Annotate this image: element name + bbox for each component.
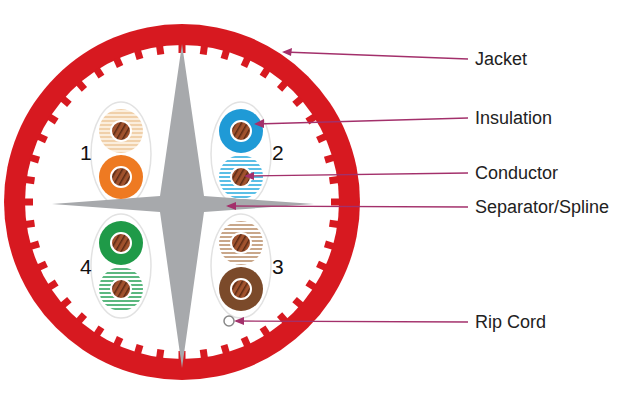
- jacket-tooth: [94, 67, 105, 78]
- leader-arrowhead: [226, 48, 292, 325]
- jacket-tooth: [47, 114, 58, 125]
- part-label: Insulation: [475, 109, 552, 127]
- jacket-tooth: [331, 199, 340, 206]
- jacket-tooth: [113, 57, 123, 68]
- jacket-tooth: [241, 336, 251, 347]
- part-label: Rip Cord: [475, 313, 546, 331]
- jacket-tooth: [260, 325, 271, 336]
- jacket-tooth: [316, 261, 327, 271]
- jacket-tooth: [241, 57, 251, 68]
- jacket-tooth: [329, 220, 339, 228]
- callout-number: 1: [80, 142, 92, 163]
- wire-set: [99, 109, 263, 311]
- part-label: Jacket: [475, 50, 527, 68]
- jacket-tooth: [37, 133, 48, 143]
- jacket-tooth: [221, 344, 230, 355]
- jacket-tooth: [47, 280, 58, 291]
- jacket-tooth: [60, 297, 71, 308]
- leader-line: [228, 52, 468, 322]
- part-label: Separator/Spline: [475, 198, 609, 216]
- jacket-tooth: [156, 349, 164, 359]
- jacket-tooth: [292, 96, 303, 107]
- jacket-tooth: [134, 49, 143, 60]
- jacket: [4, 24, 360, 380]
- jacket-tooth: [277, 80, 288, 91]
- jacket-tooth: [29, 241, 40, 250]
- callout-number: 4: [80, 256, 92, 277]
- jacket-tooth: [316, 133, 327, 143]
- jacket-tooth: [24, 199, 33, 206]
- jacket-tooth: [134, 344, 143, 355]
- jacket-tooth: [200, 349, 208, 359]
- jacket-tooth: [329, 176, 339, 184]
- jacket-tooth: [324, 241, 335, 250]
- jacket-tooth: [60, 96, 71, 107]
- rip-cord: [224, 316, 234, 326]
- jacket-tooth: [37, 261, 48, 271]
- jacket-tooth: [260, 67, 271, 78]
- part-label: Conductor: [475, 164, 558, 182]
- jacket-tooth: [94, 325, 105, 336]
- jacket-tooth: [324, 154, 335, 163]
- jacket-tooth: [221, 49, 230, 60]
- jacket-tooth: [305, 280, 316, 291]
- jacket-tooth: [29, 154, 40, 163]
- jacket-tooth: [200, 45, 208, 55]
- callout-number: 2: [272, 142, 284, 163]
- jacket-tooth: [76, 312, 87, 323]
- jacket-tooth: [25, 220, 35, 228]
- jacket-tooth: [277, 312, 288, 323]
- jacket-tooth: [156, 45, 164, 55]
- jacket-tooth: [113, 336, 123, 347]
- callout-number: 3: [272, 256, 284, 277]
- jacket-tooth: [76, 80, 87, 91]
- conductor: [111, 121, 251, 299]
- jacket-tooth: [25, 176, 35, 184]
- jacket-tooth: [292, 297, 303, 308]
